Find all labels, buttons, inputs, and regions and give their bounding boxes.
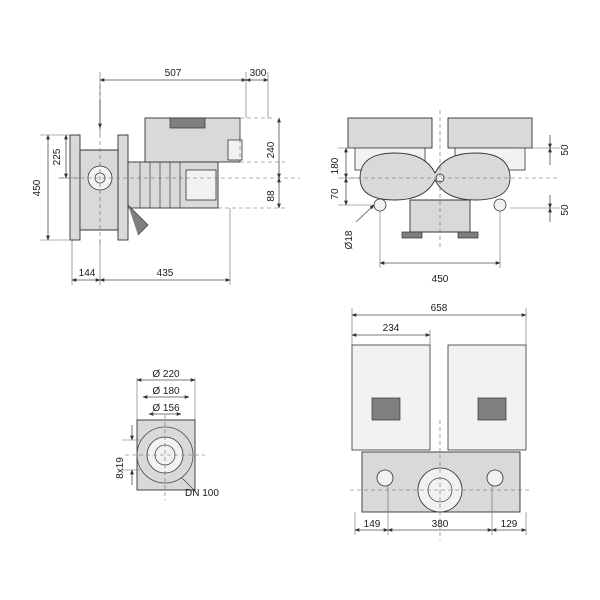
dim-d156: Ø 156 (152, 403, 180, 414)
front-view (338, 110, 560, 268)
dim-450-front: 450 (432, 274, 449, 285)
side-view (40, 72, 300, 285)
dim-d18: Ø18 (344, 230, 355, 249)
side-flange-left (69, 134, 81, 241)
dim-300: 300 (250, 68, 267, 79)
dim-50-top: 50 (560, 144, 571, 156)
dim-dn100: DN 100 (185, 488, 219, 499)
front-twin-casing (359, 152, 511, 201)
dim-180-front: 180 (330, 157, 341, 174)
dim-129: 129 (501, 519, 518, 530)
dim-450-side: 450 (32, 179, 43, 196)
top-module-right (447, 344, 527, 451)
dim-144: 144 (79, 268, 96, 279)
dim-225: 225 (52, 148, 63, 165)
top-view (350, 308, 530, 540)
dim-8x19: 8x19 (115, 457, 126, 479)
flange-view (122, 378, 205, 500)
dim-240: 240 (266, 141, 277, 158)
top-module-left (351, 344, 431, 451)
top-display-left (371, 397, 401, 421)
side-flange-right (117, 134, 129, 241)
dim-435: 435 (157, 268, 174, 279)
dim-50-bottom: 50 (560, 204, 571, 216)
dim-658: 658 (431, 303, 448, 314)
side-motor-endcap (185, 169, 217, 201)
dim-88: 88 (266, 190, 277, 202)
dim-380: 380 (432, 519, 449, 530)
side-cable (127, 204, 149, 236)
side-display (169, 117, 206, 129)
dim-d220: Ø 220 (152, 369, 180, 380)
dim-507: 507 (165, 68, 182, 79)
dim-70: 70 (330, 188, 341, 200)
front-module-right (447, 117, 533, 149)
dim-234: 234 (383, 323, 400, 334)
dim-149: 149 (364, 519, 381, 530)
front-module-left (347, 117, 433, 149)
dim-d180: Ø 180 (152, 386, 180, 397)
top-display-right (477, 397, 507, 421)
